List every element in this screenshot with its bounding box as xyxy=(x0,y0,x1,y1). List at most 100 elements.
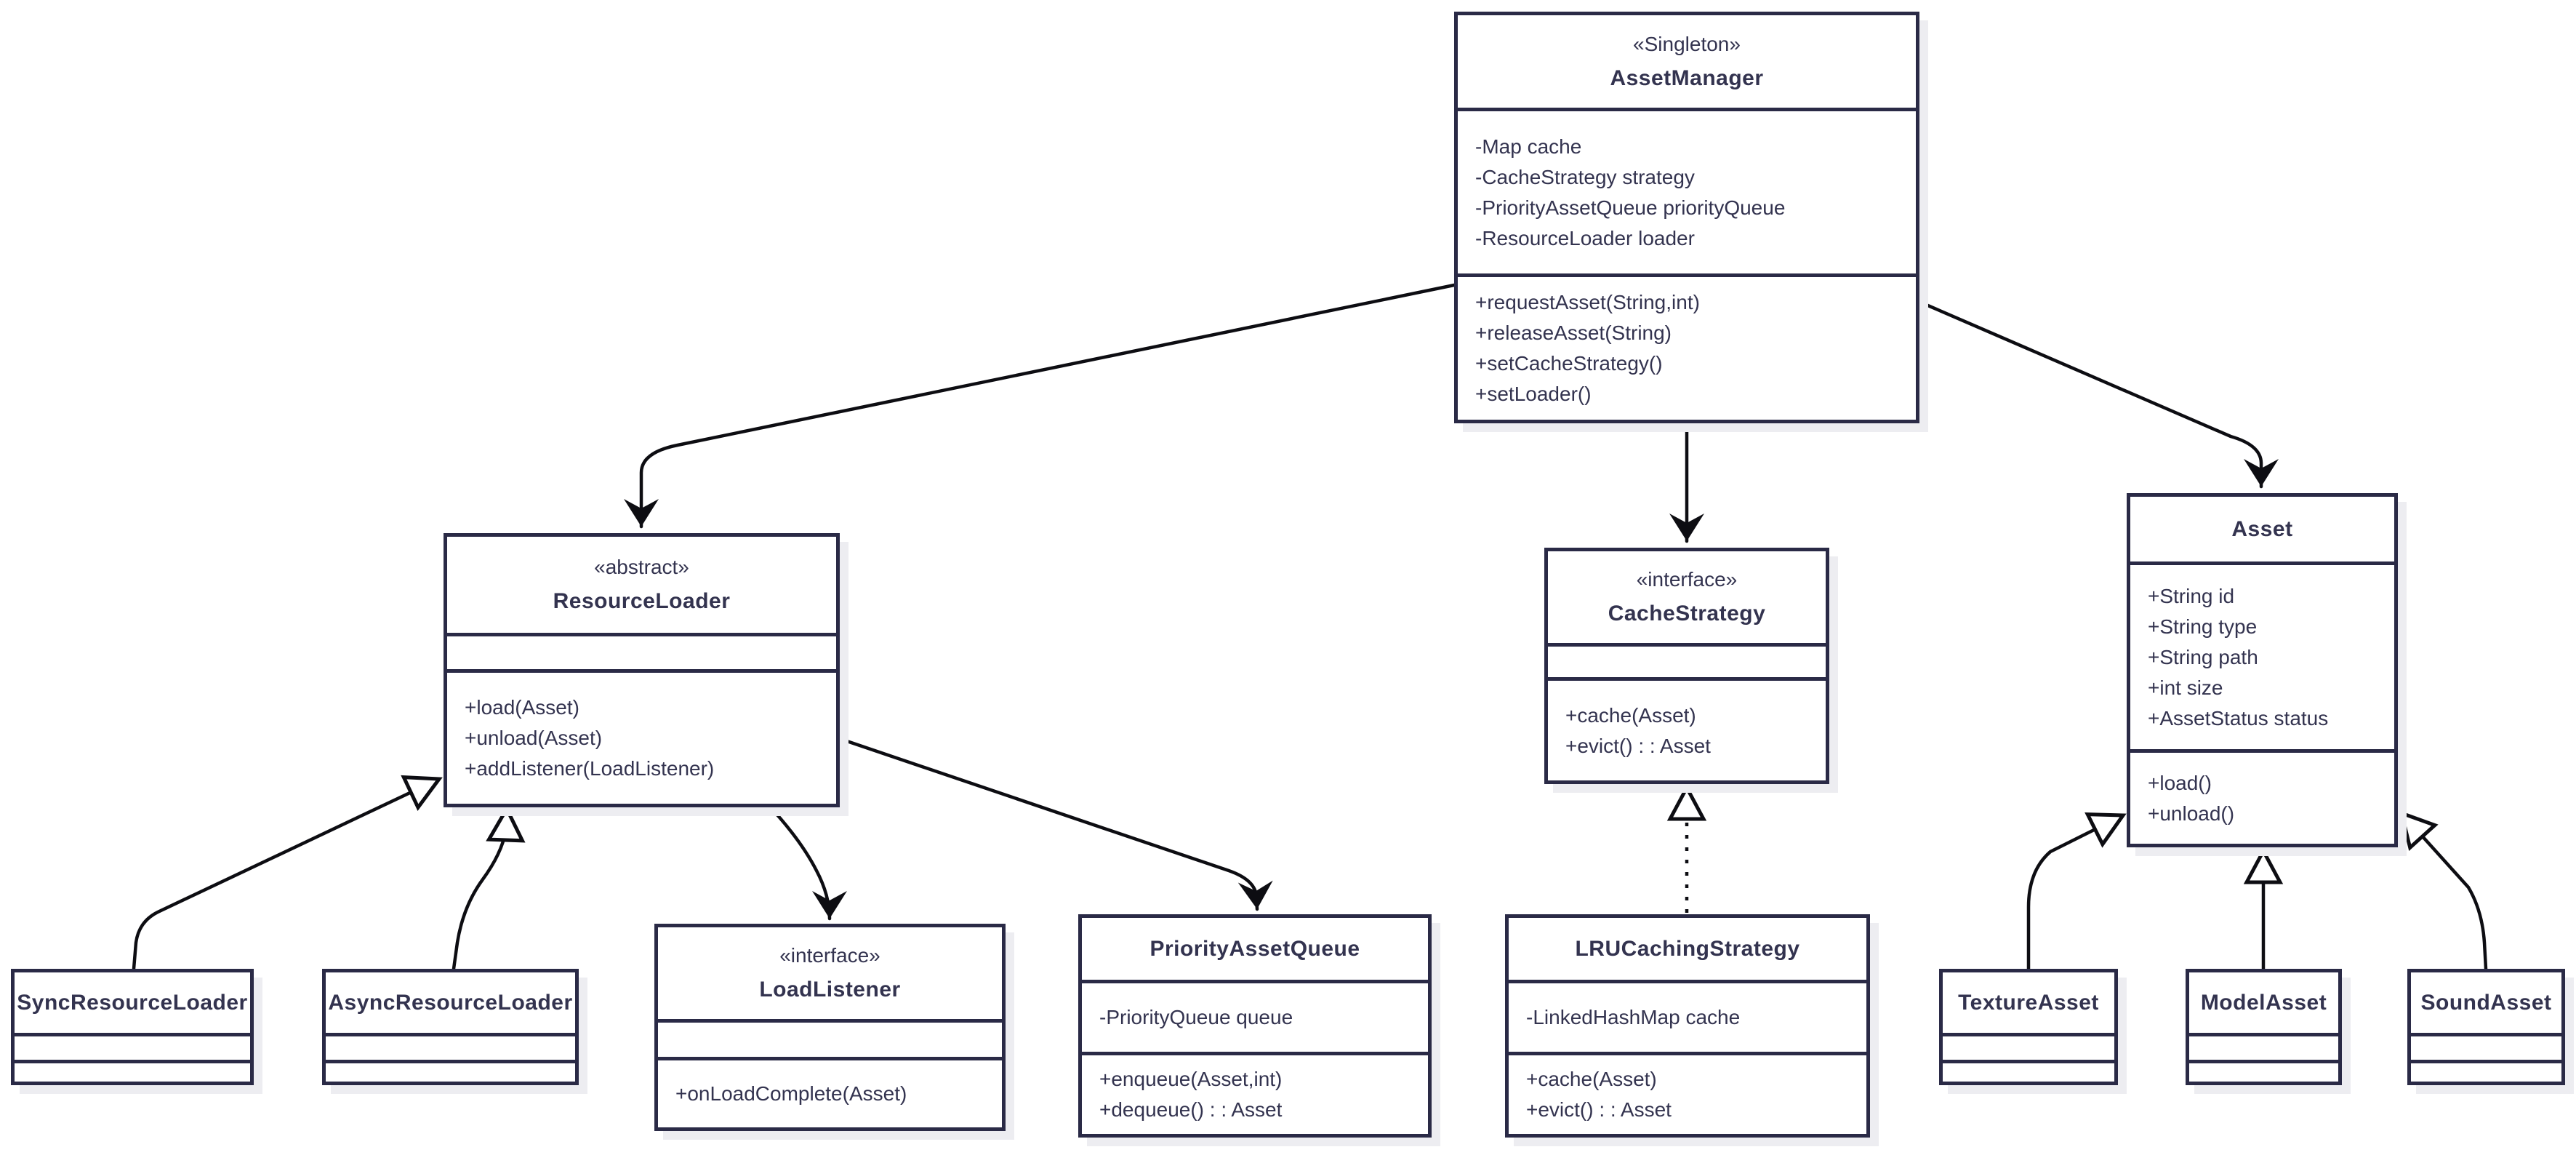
method: +evict() : : Asset xyxy=(1565,734,1711,757)
class-stereotype: «abstract» xyxy=(594,556,689,578)
class-resourceloader: «abstract» ResourceLoader +load(Asset) +… xyxy=(444,533,840,807)
class-stereotype: «Singleton» xyxy=(1633,32,1741,55)
method: +setCacheStrategy() xyxy=(1475,352,1663,375)
attributes-compartment: -LinkedHashMap cache xyxy=(1509,980,1866,1052)
class-title: «interface» LoadListener xyxy=(658,927,1002,1019)
method: +unload() xyxy=(2148,802,2235,825)
methods-compartment: +enqueue(Asset,int) +dequeue() : : Asset xyxy=(1082,1052,1428,1134)
methods-compartment xyxy=(326,1060,575,1082)
class-name: SyncResourceLoader xyxy=(17,990,248,1015)
method: +dequeue() : : Asset xyxy=(1099,1098,1283,1121)
attributes-compartment: +String id +String type +String path +in… xyxy=(2130,561,2394,749)
attribute: -CacheStrategy strategy xyxy=(1475,165,1695,188)
class-stereotype: «interface» xyxy=(1636,568,1738,591)
attribute: +String id xyxy=(2148,584,2235,607)
methods-compartment: +onLoadComplete(Asset) xyxy=(658,1057,1002,1127)
method: +requestAsset(String,int) xyxy=(1475,291,1700,313)
edge-resourceloader-loadlistener xyxy=(766,802,847,921)
attribute: -PriorityAssetQueue priorityQueue xyxy=(1475,196,1786,219)
method: +setLoader() xyxy=(1475,383,1592,405)
class-name: LRUCachingStrategy xyxy=(1575,936,1800,961)
class-asyncresourceloader: AsyncResourceLoader xyxy=(322,969,579,1085)
edge-resourceloader-priorityassetqueue xyxy=(838,737,1273,911)
attribute: -PriorityQueue queue xyxy=(1099,1006,1293,1028)
class-modelasset: ModelAsset xyxy=(2186,969,2342,1085)
class-cachestrategy: «interface» CacheStrategy +cache(Asset) … xyxy=(1544,548,1829,784)
attributes-compartment xyxy=(1943,1033,2114,1060)
method: +evict() : : Asset xyxy=(1526,1098,1672,1121)
method: +addListener(LoadListener) xyxy=(465,757,715,780)
class-title: AsyncResourceLoader xyxy=(326,972,575,1033)
class-lrucachingstrategy: LRUCachingStrategy -LinkedHashMap cache … xyxy=(1505,914,1870,1138)
class-title: Asset xyxy=(2130,497,2394,561)
class-syncresourceloader: SyncResourceLoader xyxy=(11,969,254,1085)
methods-compartment: +requestAsset(String,int) +releaseAsset(… xyxy=(1458,273,1916,420)
class-textureasset: TextureAsset xyxy=(1939,969,2118,1085)
class-name: SoundAsset xyxy=(2420,990,2552,1015)
methods-compartment xyxy=(2411,1060,2561,1082)
methods-compartment xyxy=(1943,1060,2114,1082)
attributes-compartment xyxy=(2189,1033,2338,1060)
attribute: +String path xyxy=(2148,645,2258,668)
class-loadlistener: «interface» LoadListener +onLoadComplete… xyxy=(654,924,1006,1131)
edge-syncresourceloader-resourceloader xyxy=(132,775,443,971)
methods-compartment: +cache(Asset) +evict() : : Asset xyxy=(1548,677,1826,780)
class-title: PriorityAssetQueue xyxy=(1082,918,1428,980)
edge-assetmanager-asset xyxy=(1917,300,2279,489)
attribute: +String type xyxy=(2148,615,2258,638)
attributes-compartment xyxy=(1548,643,1826,677)
attributes-compartment xyxy=(326,1033,575,1060)
class-assetmanager: «Singleton» AssetManager -Map cache -Cac… xyxy=(1454,12,1919,423)
attributes-compartment xyxy=(447,633,836,669)
methods-compartment: +load(Asset) +unload(Asset) +addListener… xyxy=(447,669,836,804)
class-title: «interface» CacheStrategy xyxy=(1548,551,1826,643)
class-name: PriorityAssetQueue xyxy=(1149,936,1360,961)
class-name: Asset xyxy=(2231,516,2293,541)
method: +unload(Asset) xyxy=(465,727,603,749)
attributes-compartment xyxy=(658,1019,1002,1057)
class-name: LoadListener xyxy=(759,978,901,1002)
methods-compartment xyxy=(2189,1060,2338,1082)
method: +load() xyxy=(2148,771,2212,794)
class-title: SyncResourceLoader xyxy=(15,972,250,1033)
attribute: +AssetStatus status xyxy=(2148,706,2329,730)
class-asset: Asset +String id +String type +String pa… xyxy=(2127,493,2398,847)
class-stereotype: «interface» xyxy=(779,944,880,967)
class-title: LRUCachingStrategy xyxy=(1509,918,1866,980)
attribute: -LinkedHashMap cache xyxy=(1526,1006,1741,1028)
attributes-compartment xyxy=(2411,1033,2561,1060)
attribute: -Map cache xyxy=(1475,135,1582,158)
methods-compartment xyxy=(15,1060,250,1082)
attributes-compartment: -PriorityQueue queue xyxy=(1082,980,1428,1052)
attributes-compartment: -Map cache -CacheStrategy strategy -Prio… xyxy=(1458,108,1916,273)
class-title: SoundAsset xyxy=(2411,972,2561,1033)
methods-compartment: +load() +unload() xyxy=(2130,749,2394,844)
class-soundasset: SoundAsset xyxy=(2407,969,2565,1085)
method: +load(Asset) xyxy=(465,696,579,719)
class-title: «Singleton» AssetManager xyxy=(1458,15,1916,108)
edge-asyncresourceloader-resourceloader xyxy=(452,804,526,971)
class-name: ModelAsset xyxy=(2200,990,2327,1015)
edge-assetmanager-resourceloader xyxy=(624,283,1456,529)
method: +cache(Asset) xyxy=(1565,703,1696,727)
method: +onLoadComplete(Asset) xyxy=(675,1082,907,1105)
class-title: ModelAsset xyxy=(2189,972,2338,1033)
class-title: «abstract» ResourceLoader xyxy=(447,537,836,633)
class-name: ResourceLoader xyxy=(553,589,731,613)
class-name: TextureAsset xyxy=(1958,990,2099,1015)
method: +cache(Asset) xyxy=(1526,1068,1657,1090)
class-priorityassetqueue: PriorityAssetQueue -PriorityQueue queue … xyxy=(1078,914,1432,1138)
attribute: -ResourceLoader loader xyxy=(1475,226,1695,249)
edge-textureasset-asset xyxy=(2026,812,2127,971)
class-name: AssetManager xyxy=(1610,65,1764,90)
class-name: AsyncResourceLoader xyxy=(328,990,573,1015)
attribute: +int size xyxy=(2148,676,2223,699)
methods-compartment: +cache(Asset) +evict() : : Asset xyxy=(1509,1052,1866,1134)
class-title: TextureAsset xyxy=(1943,972,2114,1033)
class-name: CacheStrategy xyxy=(1608,602,1766,626)
edge-soundasset-asset xyxy=(2399,810,2488,971)
attributes-compartment xyxy=(15,1033,250,1060)
method: +enqueue(Asset,int) xyxy=(1099,1068,1283,1090)
